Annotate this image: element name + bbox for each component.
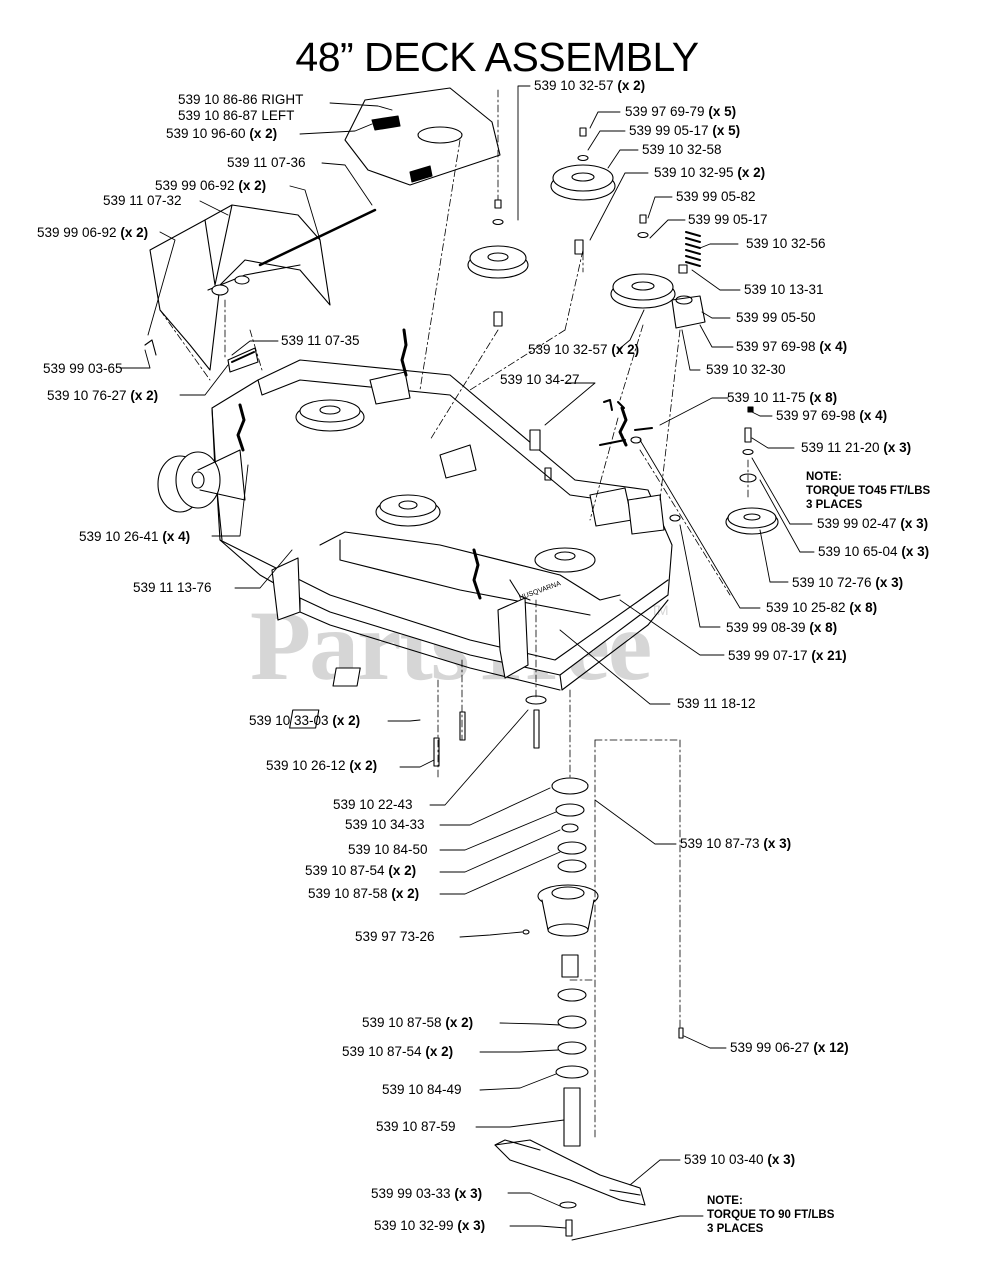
part-label-l26: 539 10 34-27: [500, 372, 580, 387]
part-label-l17: 539 10 32-95 (x 2): [654, 165, 766, 180]
part-label-l14: 539 97 69-79 (x 5): [625, 104, 737, 119]
note-heading: NOTE:: [806, 471, 842, 483]
part-label-l09: 539 11 07-35: [281, 333, 360, 348]
part-label-l24: 539 97 69-98 (x 4): [736, 339, 848, 354]
note-torque: TORQUE TO 90 FT/LBS: [707, 1209, 835, 1221]
part-label-l11: 539 10 26-41 (x 4): [79, 529, 191, 544]
part-label-l36: 539 11 18-12: [677, 696, 756, 711]
discharge-chute: [144, 204, 377, 373]
part-label-l21: 539 10 13-31: [744, 282, 824, 297]
part-label-l04: 539 11 07-36: [227, 155, 306, 170]
part-label-l13: 539 10 32-57 (x 2): [534, 78, 646, 93]
note-heading: NOTE:: [707, 1195, 743, 1207]
idler-pulleys: [467, 127, 706, 329]
torque-note-45: NOTE: TORQUE TO45 FT/LBS 3 PLACES: [806, 470, 930, 512]
part-label-l15: 539 99 05-17 (x 5): [629, 123, 741, 138]
part-label-l28: 539 97 69-98 (x 4): [776, 408, 888, 423]
part-label-l02: 539 10 86-87 LEFT: [178, 108, 295, 123]
part-label-l23: 539 10 32-57 (x 2): [528, 342, 640, 357]
right-hardware: [529, 399, 779, 535]
part-label-l19: 539 99 05-17: [688, 212, 768, 227]
part-label-l31: 539 10 65-04 (x 3): [818, 544, 930, 559]
part-label-l16: 539 10 32-58: [642, 142, 722, 157]
part-label-l05: 539 99 06-92 (x 2): [155, 178, 267, 193]
part-label-l40: 539 10 34-33: [345, 817, 425, 832]
part-label-l53: 539 10 32-99 (x 3): [374, 1218, 486, 1233]
part-label-l33: 539 10 25-82 (x 8): [766, 600, 878, 615]
leader-lines: [119, 85, 815, 1241]
part-label-l45: 539 97 73-26: [355, 929, 435, 944]
part-label-l25: 539 10 32-30: [706, 362, 786, 377]
part-label-l37: 539 10 33-03 (x 2): [249, 713, 361, 728]
part-label-l47: 539 10 87-54 (x 2): [342, 1044, 454, 1059]
part-label-l32: 539 10 72-76 (x 3): [792, 575, 904, 590]
part-label-l01: 539 10 86-86 RIGHT: [178, 92, 304, 107]
deck-housing: HUSQVARNA: [157, 328, 673, 691]
part-label-l50: 539 10 87-59: [376, 1119, 456, 1134]
part-label-l08: 539 99 03-65: [43, 361, 123, 376]
note-places: 3 PLACES: [806, 499, 863, 511]
part-label-l42: 539 10 87-54 (x 2): [305, 863, 417, 878]
mower-blade: [494, 1139, 646, 1237]
part-label-l52: 539 99 03-33 (x 3): [371, 1186, 483, 1201]
belt-cover: [344, 87, 501, 186]
part-label-l49: 539 10 84-49: [382, 1082, 462, 1097]
part-label-l39: 539 10 22-43: [333, 797, 413, 812]
part-label-l43: 539 10 87-58 (x 2): [308, 886, 420, 901]
part-label-l12: 539 11 13-76: [133, 580, 212, 595]
part-label-l41: 539 10 84-50: [348, 842, 428, 857]
assembly-lines: [159, 89, 749, 1141]
part-label-l06: 539 11 07-32: [103, 193, 182, 208]
part-label-l07: 539 99 06-92 (x 2): [37, 225, 149, 240]
part-label-l03: 539 10 96-60 (x 2): [166, 126, 278, 141]
part-label-l38: 539 10 26-12 (x 2): [266, 758, 378, 773]
part-label-l46: 539 10 87-58 (x 2): [362, 1015, 474, 1030]
part-label-l30: 539 99 02-47 (x 3): [817, 516, 929, 531]
part-label-l10: 539 10 76-27 (x 2): [47, 388, 159, 403]
torque-note-90: NOTE: TORQUE TO 90 FT/LBS 3 PLACES: [707, 1194, 834, 1236]
page-title: 48” DECK ASSEMBLY: [295, 34, 699, 80]
spindle-stack: [289, 667, 684, 1147]
part-label-l51: 539 10 03-40 (x 3): [684, 1152, 796, 1167]
part-label-l18: 539 99 05-82: [676, 189, 756, 204]
part-label-l48: 539 99 06-27 (x 12): [730, 1040, 849, 1055]
part-label-l44: 539 10 87-73 (x 3): [680, 836, 792, 851]
part-label-l29: 539 11 21-20 (x 3): [801, 440, 912, 455]
part-label-l27: 539 10 11-75 (x 8): [727, 390, 838, 405]
part-label-l20: 539 10 32-56: [746, 236, 826, 251]
part-label-l22: 539 99 05-50: [736, 310, 816, 325]
part-label-l35: 539 99 07-17 (x 21): [728, 648, 847, 663]
note-places: 3 PLACES: [707, 1223, 764, 1235]
part-label-l34: 539 99 08-39 (x 8): [726, 620, 838, 635]
note-torque: TORQUE TO45 FT/LBS: [806, 485, 931, 497]
